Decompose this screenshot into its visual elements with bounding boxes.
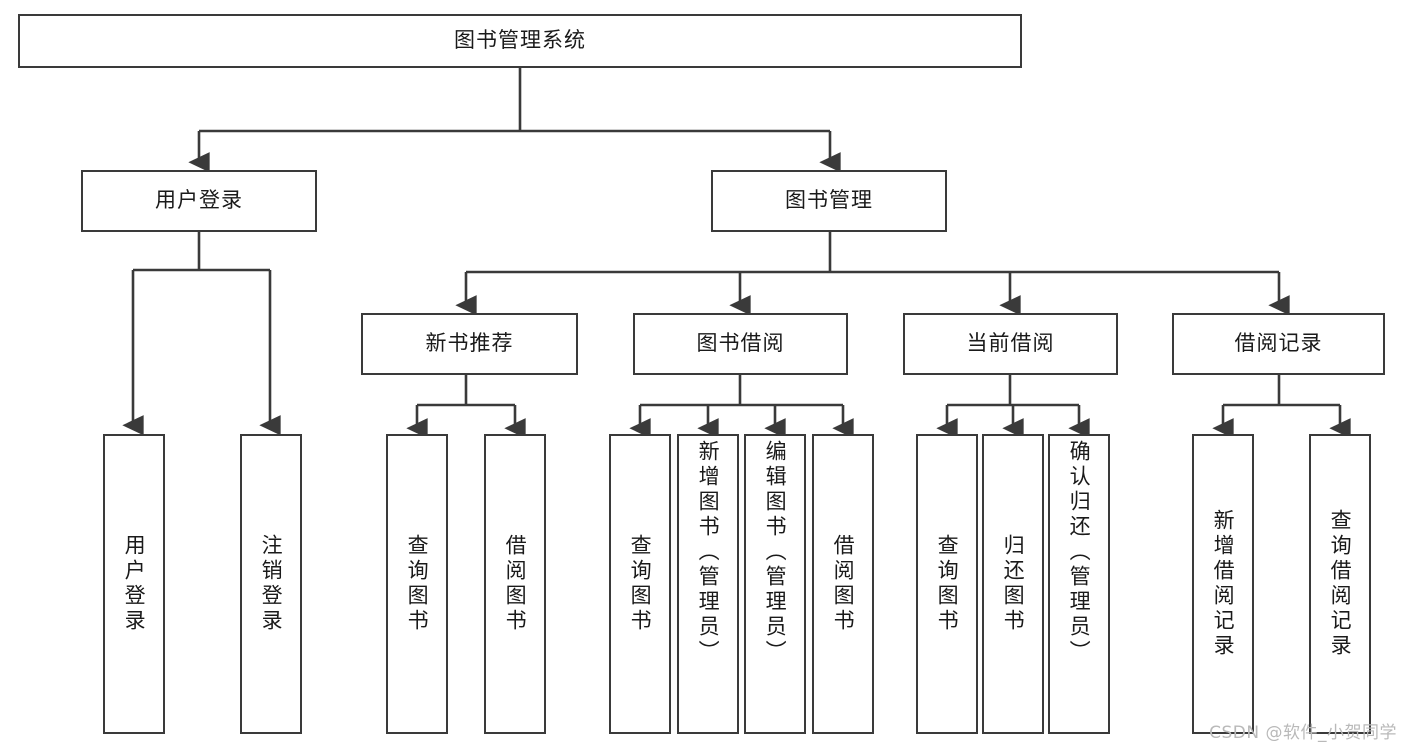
node-root-book-management-system[interactable]: 图书管理系统 [18,14,1022,68]
node-leaf-add-book-admin-label: 新增图书（管理员） [696,440,721,665]
node-leaf-return-book-label: 归还图书 [1001,534,1026,634]
node-leaf-logout-label: 注销登录 [259,534,284,634]
node-new-book-recommend-label: 新书推荐 [425,331,514,356]
node-leaf-query-book-borrow[interactable]: 查询图书 [609,434,671,734]
node-user-login[interactable]: 用户登录 [81,170,317,232]
node-leaf-query-borrow-record-label: 查询借阅记录 [1328,509,1353,659]
node-leaf-query-book-current[interactable]: 查询图书 [916,434,978,734]
node-current-borrow-label: 当前借阅 [966,331,1055,356]
node-leaf-borrow-book-label: 借阅图书 [831,534,856,634]
node-leaf-query-book-recommend-label: 查询图书 [405,534,430,634]
node-leaf-add-borrow-record-label: 新增借阅记录 [1211,509,1236,659]
node-book-borrow-label: 图书借阅 [696,331,785,356]
csdn-watermark: CSDN @软件_小贺同学 [1209,723,1397,743]
node-leaf-user-login-label: 用户登录 [122,534,147,634]
node-leaf-edit-book-admin[interactable]: 编辑图书（管理员） [744,434,806,734]
node-leaf-query-borrow-record[interactable]: 查询借阅记录 [1309,434,1371,734]
node-leaf-logout[interactable]: 注销登录 [240,434,302,734]
node-leaf-add-borrow-record[interactable]: 新增借阅记录 [1192,434,1254,734]
node-book-management-label: 图书管理 [785,188,873,213]
node-leaf-confirm-return-admin[interactable]: 确认归还（管理员） [1048,434,1110,734]
node-borrow-record[interactable]: 借阅记录 [1172,313,1385,375]
node-leaf-borrow-book-recommend-label: 借阅图书 [503,534,528,634]
node-leaf-confirm-return-admin-label: 确认归还（管理员） [1067,440,1092,665]
node-borrow-record-label: 借阅记录 [1234,331,1323,356]
node-leaf-query-book-borrow-label: 查询图书 [628,534,653,634]
node-current-borrow[interactable]: 当前借阅 [903,313,1118,375]
node-leaf-return-book[interactable]: 归还图书 [982,434,1044,734]
node-new-book-recommend[interactable]: 新书推荐 [361,313,578,375]
node-leaf-user-login[interactable]: 用户登录 [103,434,165,734]
node-root-label: 图书管理系统 [454,28,586,53]
node-book-borrow[interactable]: 图书借阅 [633,313,848,375]
node-leaf-edit-book-admin-label: 编辑图书（管理员） [763,440,788,665]
node-user-login-label: 用户登录 [155,188,243,213]
node-leaf-query-book-current-label: 查询图书 [935,534,960,634]
node-leaf-add-book-admin[interactable]: 新增图书（管理员） [677,434,739,734]
node-book-management[interactable]: 图书管理 [711,170,947,232]
node-leaf-borrow-book-recommend[interactable]: 借阅图书 [484,434,546,734]
node-leaf-query-book-recommend[interactable]: 查询图书 [386,434,448,734]
node-leaf-borrow-book[interactable]: 借阅图书 [812,434,874,734]
